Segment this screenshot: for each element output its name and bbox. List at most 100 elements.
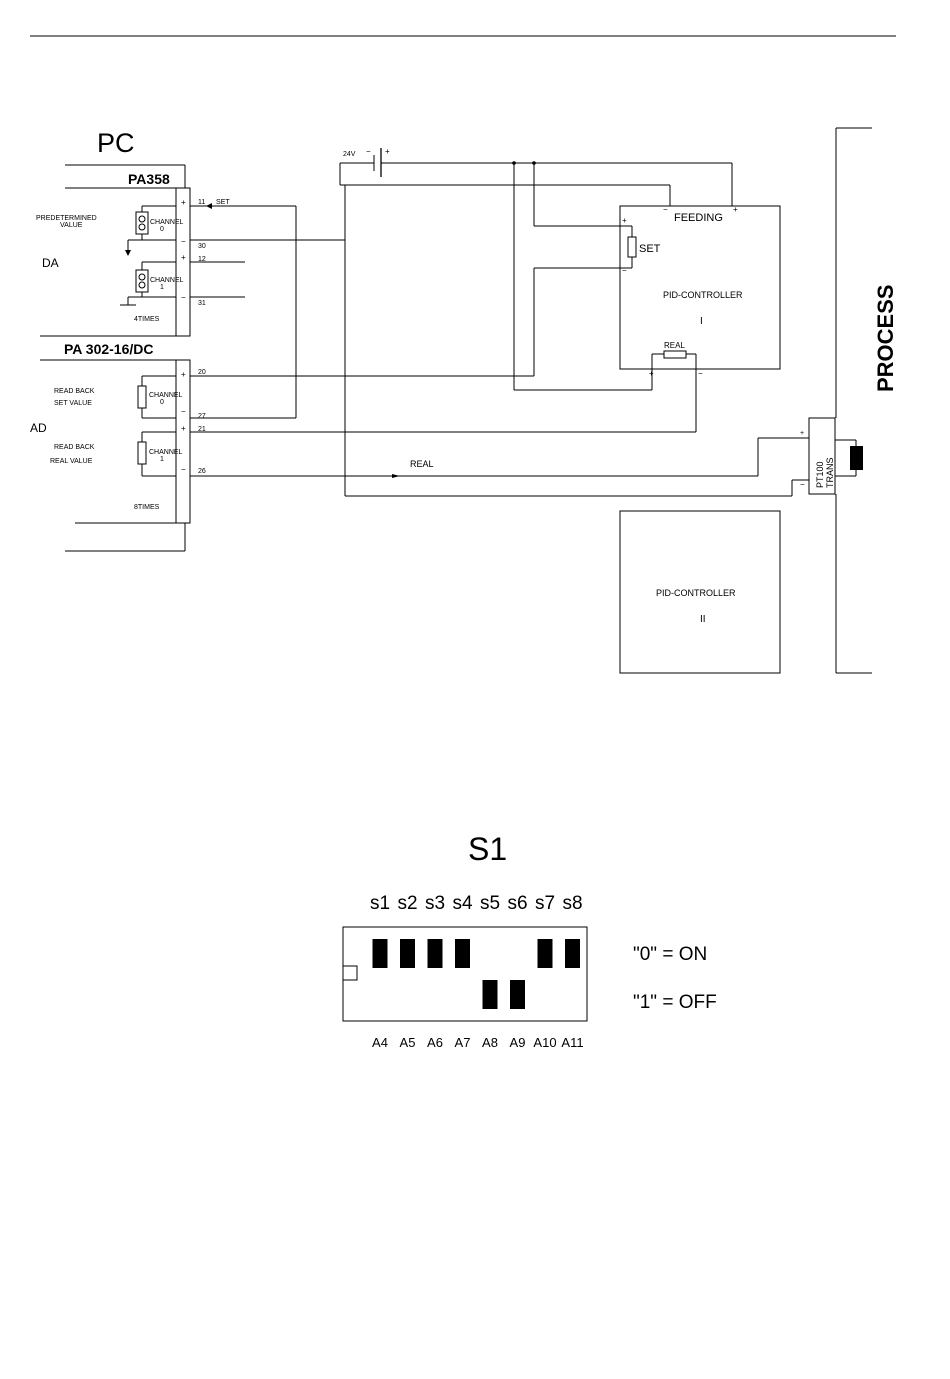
readback-set-label: READ BACK bbox=[54, 388, 95, 395]
svg-text:1: 1 bbox=[160, 456, 164, 463]
svg-text:+: + bbox=[181, 253, 186, 262]
switch-label-s1: s1 bbox=[370, 893, 390, 914]
svg-text:+: + bbox=[385, 147, 390, 156]
svg-text:+: + bbox=[800, 430, 804, 437]
svg-text:+: + bbox=[649, 369, 654, 378]
switch-label-s8: s8 bbox=[562, 893, 582, 914]
pa302-channel-1-label: CHANNEL bbox=[149, 449, 183, 456]
predetermined-label: PREDETERMINED bbox=[36, 215, 97, 222]
pa302-terminal-strip bbox=[175, 359, 191, 524]
svg-text:−: − bbox=[181, 407, 186, 416]
pin-20: 20 bbox=[198, 369, 206, 376]
svg-text:−: − bbox=[663, 205, 668, 214]
svg-text:−: − bbox=[181, 465, 186, 474]
address-label-a5: A5 bbox=[400, 1035, 416, 1050]
pa358-title: PA358 bbox=[128, 171, 170, 187]
pid1-real: REAL bbox=[664, 341, 685, 350]
svg-text:−: − bbox=[622, 266, 627, 275]
pc-label: PC bbox=[97, 128, 135, 158]
pid1-title: PID-CONTROLLER bbox=[663, 290, 743, 300]
pt100-label: PT100 bbox=[815, 461, 825, 488]
svg-text:−: − bbox=[366, 147, 371, 156]
address-label-a10: A10 bbox=[533, 1035, 556, 1050]
pa358-channel-0-label: CHANNEL bbox=[150, 219, 184, 226]
switch-label-s7: s7 bbox=[535, 893, 555, 914]
svg-text:1: 1 bbox=[160, 284, 164, 291]
pt100-transmitter bbox=[808, 417, 836, 495]
svg-text:+: + bbox=[733, 205, 738, 214]
switch-bottom-labels: A4 A5 A6 A7 A8 A9 A10 A11 bbox=[372, 1035, 584, 1050]
svg-text:0: 0 bbox=[160, 399, 164, 406]
real-wire-label: REAL bbox=[410, 459, 434, 469]
address-label-a4: A4 bbox=[372, 1035, 388, 1050]
set-wire-label: SET bbox=[216, 199, 230, 206]
da-label: DA bbox=[42, 256, 59, 270]
pid1-real-resistor bbox=[663, 350, 687, 359]
dip-switch-levers bbox=[372, 939, 580, 1009]
svg-text:−: − bbox=[181, 293, 186, 302]
pin-27: 27 bbox=[198, 413, 206, 420]
pa358-terminal-strip bbox=[175, 187, 191, 337]
readback-real-label: READ BACK bbox=[54, 444, 95, 451]
pa358-channel-0-source bbox=[135, 211, 149, 235]
address-label-a11: A11 bbox=[561, 1035, 583, 1050]
pin-21: 21 bbox=[198, 426, 206, 433]
pid1-number: I bbox=[700, 316, 703, 327]
dip-lever-4[interactable] bbox=[455, 939, 470, 968]
svg-text:−: − bbox=[698, 369, 703, 378]
legend-off: "1" = OFF bbox=[633, 992, 717, 1013]
svg-text:−: − bbox=[181, 237, 186, 246]
pid1-feeding: FEEDING bbox=[674, 212, 723, 224]
address-label-a7: A7 bbox=[455, 1035, 471, 1050]
pa302-title: PA 302-16/DC bbox=[64, 341, 153, 357]
switch-label-s2: s2 bbox=[397, 893, 417, 914]
dip-lever-6[interactable] bbox=[510, 980, 525, 1009]
switch-label-s5: s5 bbox=[480, 893, 500, 914]
svg-text:+: + bbox=[181, 370, 186, 379]
dip-lever-2[interactable] bbox=[400, 939, 415, 968]
dip-switch-notch bbox=[342, 965, 358, 981]
pid1-set: SET bbox=[639, 243, 661, 255]
svg-text:SET VALUE: SET VALUE bbox=[54, 400, 92, 407]
dip-lever-8[interactable] bbox=[565, 939, 580, 968]
pin-26: 26 bbox=[198, 468, 206, 475]
dip-lever-7[interactable] bbox=[537, 939, 553, 968]
pa302-times: 8TIMES bbox=[134, 504, 160, 511]
legend-on: "0" = ON bbox=[633, 944, 707, 965]
address-label-a8: A8 bbox=[482, 1035, 498, 1050]
address-label-a6: A6 bbox=[427, 1035, 443, 1050]
power-label: 24V bbox=[343, 151, 356, 158]
pa302-channel-1-resistor bbox=[137, 441, 147, 465]
svg-text:+: + bbox=[622, 216, 627, 225]
pid-controller-2 bbox=[619, 510, 781, 674]
pa302-channel-0-label: CHANNEL bbox=[149, 392, 183, 399]
trans-label: TRANS bbox=[825, 457, 835, 488]
ad-label: AD bbox=[30, 421, 47, 435]
address-label-a9: A9 bbox=[510, 1035, 526, 1050]
svg-text:+: + bbox=[181, 198, 186, 207]
switch-label-s3: s3 bbox=[425, 893, 445, 914]
dip-lever-1[interactable] bbox=[372, 939, 388, 968]
pa358-channel-1-source bbox=[135, 269, 149, 293]
switch-title: S1 bbox=[468, 831, 507, 867]
pin-12: 12 bbox=[198, 256, 206, 263]
dip-lever-5[interactable] bbox=[482, 980, 498, 1009]
process-label: PROCESS bbox=[873, 284, 898, 392]
svg-text:−: − bbox=[800, 480, 805, 489]
pa358-times: 4TIMES bbox=[134, 316, 160, 323]
pid-controller-1 bbox=[619, 205, 781, 370]
switch-label-s4: s4 bbox=[452, 893, 473, 914]
svg-text:VALUE: VALUE bbox=[60, 222, 83, 229]
pid2-number: II bbox=[700, 614, 706, 625]
pid1-set-resistor bbox=[627, 236, 637, 258]
dip-lever-3[interactable] bbox=[427, 939, 443, 968]
pin-11: 11 bbox=[198, 199, 205, 206]
pa358-channel-1-label: CHANNEL bbox=[150, 277, 184, 284]
svg-text:+: + bbox=[181, 424, 186, 433]
pt100-sensor-icon bbox=[850, 446, 863, 470]
svg-text:0: 0 bbox=[160, 226, 164, 233]
pin-31: 31 bbox=[198, 300, 206, 307]
svg-text:REAL VALUE: REAL VALUE bbox=[50, 458, 93, 465]
